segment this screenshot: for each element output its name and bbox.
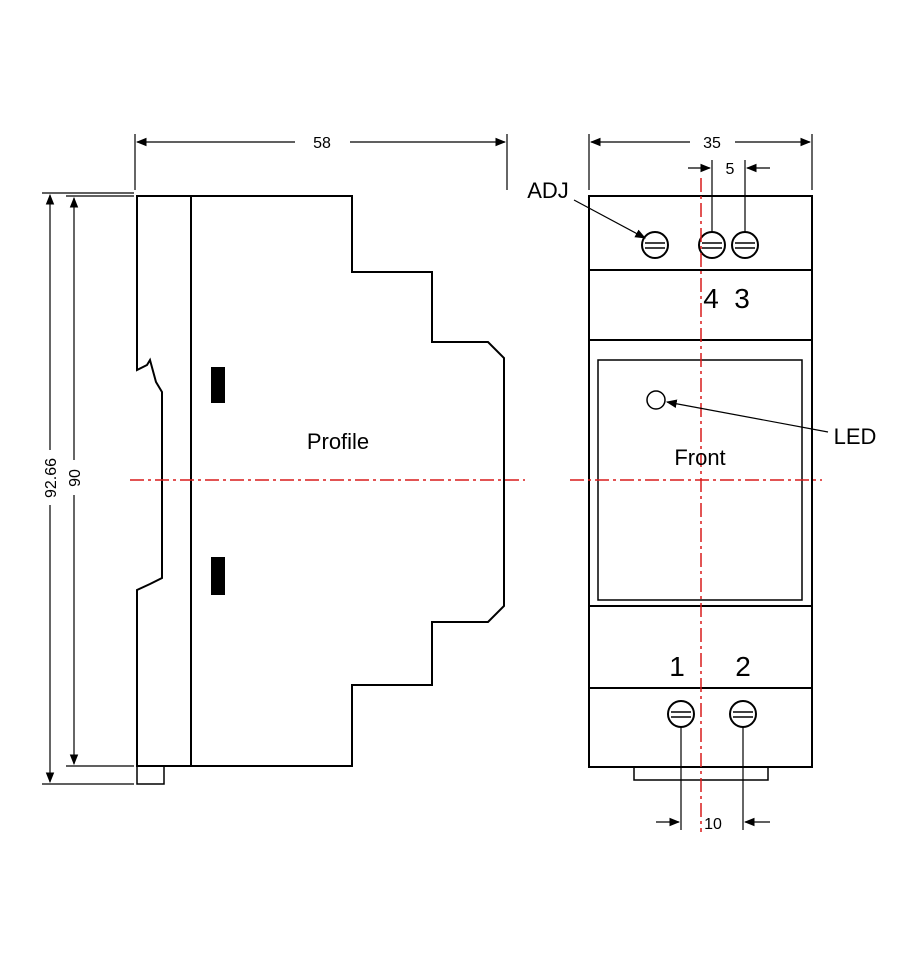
led-leader <box>665 399 829 433</box>
dim-10-label: 10 <box>704 816 722 833</box>
profile-slot-upper <box>211 367 225 403</box>
centerlines <box>130 178 822 832</box>
dim-90-label: 90 <box>67 469 84 487</box>
profile-outline <box>136 195 505 767</box>
din-clip-tab <box>136 766 165 785</box>
dim-58-label: 58 <box>313 135 331 152</box>
terminal-label-3: 3 <box>734 283 750 314</box>
profile-label: Profile <box>307 429 369 454</box>
dim-92-66-label: 92.66 <box>43 458 60 498</box>
leader-lines <box>573 199 829 433</box>
dim-35-label: 35 <box>703 135 721 152</box>
dim-5-label: 5 <box>726 161 735 178</box>
front-label: Front <box>674 445 725 470</box>
terminal-label-2: 2 <box>735 651 751 682</box>
led-label: LED <box>834 424 877 449</box>
terminal-label-1: 1 <box>669 651 685 682</box>
adj-label: ADJ <box>527 178 569 203</box>
terminal-label-4: 4 <box>703 283 719 314</box>
terminal-screw-3-icon <box>731 231 759 259</box>
terminal-screw-1-icon <box>667 700 695 728</box>
led-indicator-icon <box>646 390 666 410</box>
terminal-screw-2-icon <box>729 700 757 728</box>
terminal-screw-4-icon <box>698 231 726 259</box>
adj-screw-icon <box>641 231 669 259</box>
profile-view <box>136 195 505 785</box>
adj-leader <box>573 199 646 239</box>
profile-slot-lower <box>211 557 225 595</box>
dimension-lines <box>42 134 813 830</box>
